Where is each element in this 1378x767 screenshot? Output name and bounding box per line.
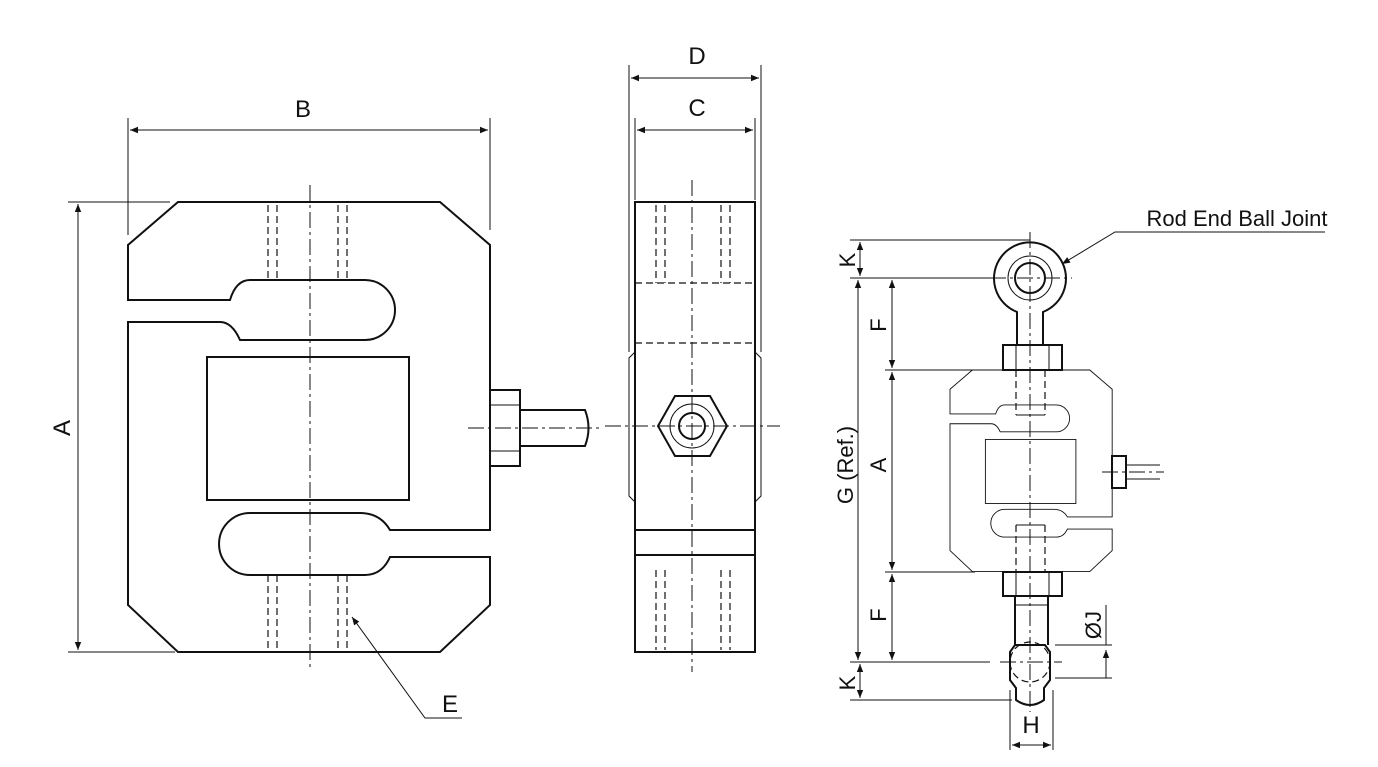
label-f-top: F — [866, 318, 891, 331]
hex-nut — [656, 395, 729, 457]
label-d: D — [688, 43, 705, 70]
assembly-view: K F G (Ref.) A F K ØJ H Rod End Ball Joi… — [833, 206, 1328, 750]
side-view: D C — [605, 43, 780, 672]
label-a: A — [49, 420, 76, 436]
label-c: C — [688, 95, 705, 122]
cable-connector — [468, 389, 600, 467]
label-f-bottom: F — [866, 608, 891, 621]
label-j: ØJ — [1081, 611, 1106, 639]
label-e: E — [442, 691, 458, 718]
rod-end-label: Rod End Ball Joint — [1147, 206, 1328, 231]
label-g-ref: G (Ref.) — [833, 426, 858, 504]
front-view: B A E — [49, 96, 600, 719]
label-b: B — [295, 96, 311, 123]
label-k-top: K — [835, 252, 860, 267]
label-k-bottom: K — [835, 675, 860, 690]
hidden-thread-holes — [267, 205, 348, 650]
label-h: H — [1022, 712, 1039, 739]
label-a-assembly: A — [866, 457, 891, 472]
small-connector — [1102, 455, 1164, 489]
